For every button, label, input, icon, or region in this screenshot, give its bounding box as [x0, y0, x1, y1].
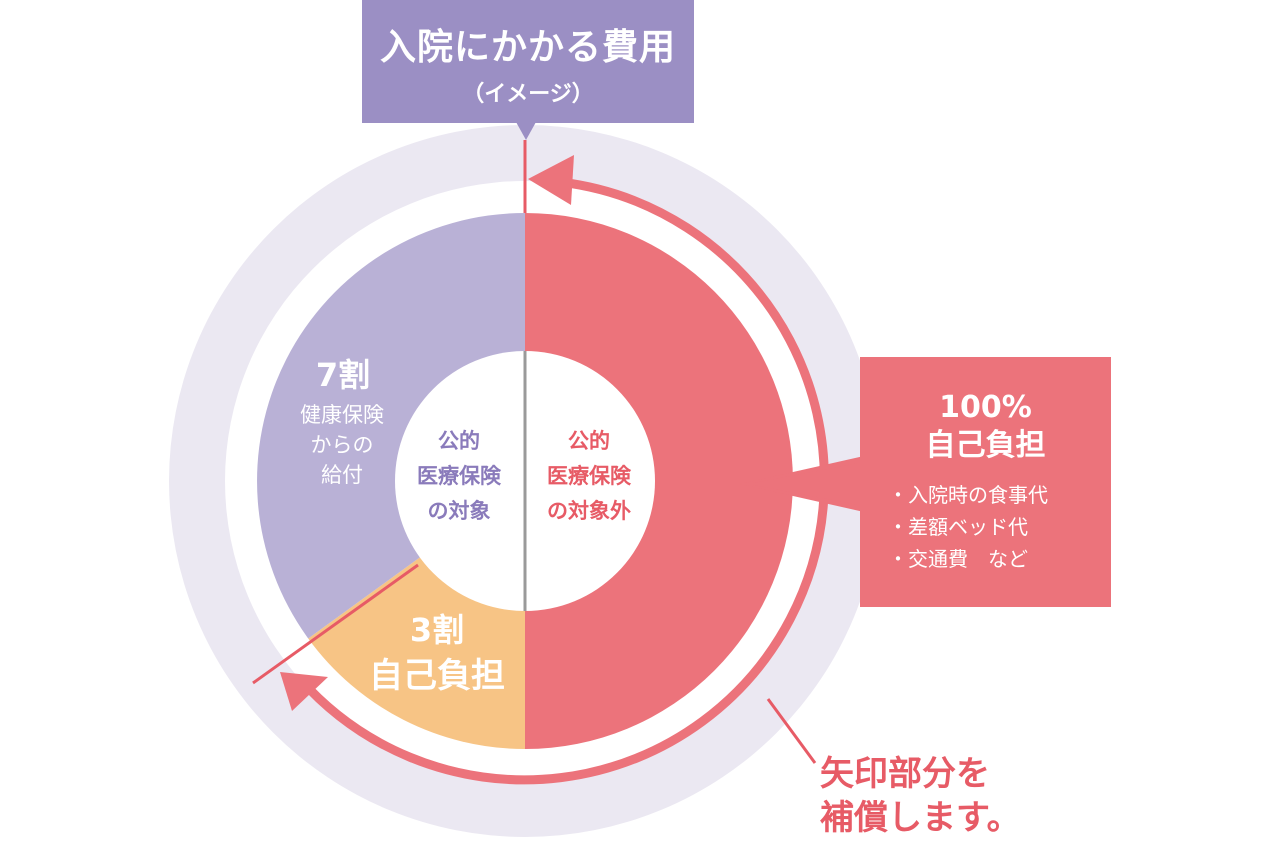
benefit-body-line-3: 給付	[321, 463, 363, 487]
center-right-line-2: 医療保険	[547, 464, 632, 488]
diagram-subtitle: （イメージ）	[462, 82, 594, 107]
center-left-line-3: の対象	[428, 499, 491, 523]
benefit-segment	[257, 213, 525, 639]
compensation-arrow	[296, 177, 829, 785]
divider-diagonal	[252, 563, 419, 685]
arrowhead-bottom	[280, 672, 328, 711]
callout-pointer-inner	[748, 462, 864, 506]
info-heading-line-2: 自己負担	[925, 428, 1046, 463]
title-pointer	[516, 122, 536, 140]
info-item-meal: ・入院時の食事代	[888, 483, 1048, 507]
uncovered-segment	[525, 213, 793, 749]
note-line-1: 矢印部分を	[820, 754, 990, 794]
info-item-transport: ・交通費 など	[888, 547, 1028, 571]
copay-body: 自己負担	[369, 656, 505, 696]
center-right-line-3: の対象外	[547, 499, 631, 523]
center-right-line-1: 公的	[568, 429, 610, 453]
info-heading: 100% 自己負担	[860, 389, 1111, 465]
center-left-line-1: 公的	[438, 429, 480, 453]
uncovered-info-box: 100% 自己負担 ・入院時の食事代 ・差額ベッド代 ・交通費 など	[860, 357, 1111, 607]
note-line-2: 補償します。	[820, 798, 1021, 838]
benefit-body-line-1: 健康保険	[300, 403, 384, 427]
benefit-body-line-2: からの	[311, 433, 374, 457]
info-item-bed: ・差額ベッド代	[888, 515, 1028, 539]
benefit-heading: 7割	[316, 356, 370, 394]
info-heading-line-1: 100%	[939, 390, 1032, 425]
info-list: ・入院時の食事代 ・差額ベッド代 ・交通費 など	[888, 479, 1111, 575]
arrowhead-top	[528, 155, 574, 205]
center-left-line-2: 医療保険	[417, 464, 502, 488]
copay-heading: 3割	[410, 611, 464, 649]
note-leader-line	[766, 698, 817, 764]
title-box: 入院にかかる費用 （イメージ）	[362, 0, 694, 123]
diagram-title: 入院にかかる費用	[379, 27, 676, 68]
